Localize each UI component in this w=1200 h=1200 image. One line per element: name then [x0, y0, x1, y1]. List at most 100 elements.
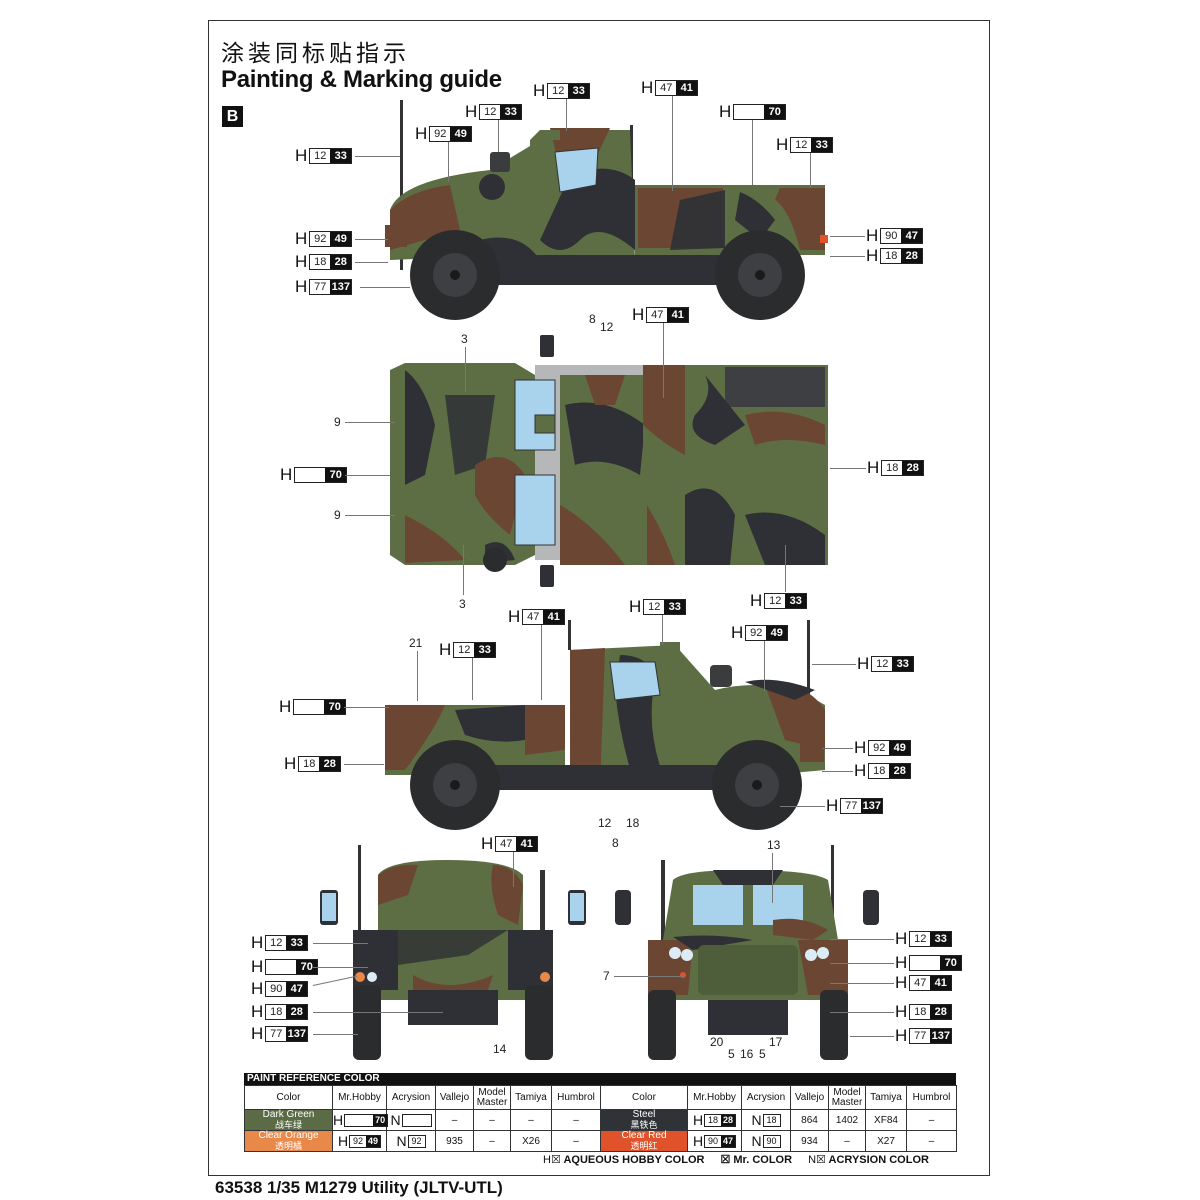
decal-number: 5 — [759, 1047, 766, 1061]
leader-line — [663, 323, 664, 398]
decal-number: 3 — [461, 332, 468, 346]
decal-number: 8 — [589, 312, 596, 326]
model-master-cell: 1402 — [828, 1109, 866, 1131]
leader-line — [345, 515, 395, 516]
leader-line — [822, 748, 853, 749]
vallejo-cell: – — [435, 1109, 474, 1131]
leader-line — [830, 963, 894, 964]
col-header: Color — [244, 1085, 333, 1110]
leader-line — [344, 764, 384, 765]
leader-line — [313, 943, 368, 944]
table-header-row: Color Mr.Hobby Acrysion Vallejo Model Ma… — [244, 1085, 957, 1110]
col-header: Vallejo — [435, 1085, 474, 1110]
vehicle-top-view — [390, 335, 828, 587]
humbrol-cell: – — [906, 1130, 957, 1152]
leader-line — [313, 1034, 358, 1035]
decal-number: 12 — [600, 320, 614, 334]
leader-line — [822, 771, 853, 772]
leader-line — [830, 983, 894, 984]
leader-line — [672, 96, 673, 191]
col-header: Mr.Hobby — [332, 1085, 387, 1110]
col-header: Acrysion — [386, 1085, 436, 1110]
legend-acrysion: N☒ ACRYSION COLOR — [808, 1154, 929, 1166]
paint-reference-title: PAINT REFERENCE COLOR — [244, 1073, 956, 1085]
leader-line — [830, 939, 894, 940]
leader-line — [344, 707, 389, 708]
humbrol-cell: – — [551, 1109, 601, 1131]
decal-number: 9 — [334, 415, 341, 429]
col-header: Mr.Hobby — [687, 1085, 742, 1110]
col-header: Acrysion — [741, 1085, 791, 1110]
leader-line — [355, 156, 400, 157]
leader-line — [566, 99, 567, 131]
leader-line — [313, 1012, 443, 1013]
col-header: Model Master — [828, 1085, 866, 1110]
leader-line — [313, 967, 368, 968]
tamiya-cell: – — [510, 1109, 552, 1131]
model-master-cell: – — [473, 1109, 511, 1131]
acrysion-cell: N — [386, 1109, 436, 1131]
leader-line — [417, 651, 418, 701]
leader-line — [614, 976, 684, 977]
leader-line — [345, 475, 390, 476]
leader-line — [830, 468, 866, 469]
leader-line — [355, 239, 388, 240]
tamiya-cell: XF84 — [865, 1109, 907, 1131]
vehicle-right-side-view — [385, 100, 828, 320]
vehicle-front-view — [615, 845, 879, 1060]
leader-line — [810, 153, 811, 188]
tamiya-cell: X27 — [865, 1130, 907, 1152]
leader-line — [780, 806, 825, 807]
title-english: Painting & Marking guide — [221, 66, 502, 93]
leader-line — [472, 658, 473, 700]
decal-number: 18 — [626, 816, 640, 830]
vallejo-cell: 934 — [790, 1130, 829, 1152]
legend-mr-color: ☒ Mr. COLOR — [720, 1154, 793, 1166]
legend-aqueous: H☒ AQUEOUS HOBBY COLOR — [543, 1154, 705, 1166]
col-header: Model Master — [473, 1085, 511, 1110]
leader-line — [498, 120, 499, 152]
decal-number: 21 — [409, 636, 423, 650]
decal-number: 3 — [459, 597, 466, 611]
leader-line — [513, 852, 514, 887]
leader-line — [752, 120, 753, 185]
vehicle-left-side-view — [385, 620, 825, 830]
paint-table: Color Mr.Hobby Acrysion Vallejo Model Ma… — [244, 1085, 957, 1152]
vallejo-cell: 935 — [435, 1130, 474, 1152]
leader-line — [448, 142, 449, 182]
leader-line — [764, 641, 765, 691]
decal-number: 17 — [769, 1035, 783, 1049]
paint-brand-legend: H☒ AQUEOUS HOBBY COLOR ☒ Mr. COLOR N☒ AC… — [543, 1153, 929, 1166]
